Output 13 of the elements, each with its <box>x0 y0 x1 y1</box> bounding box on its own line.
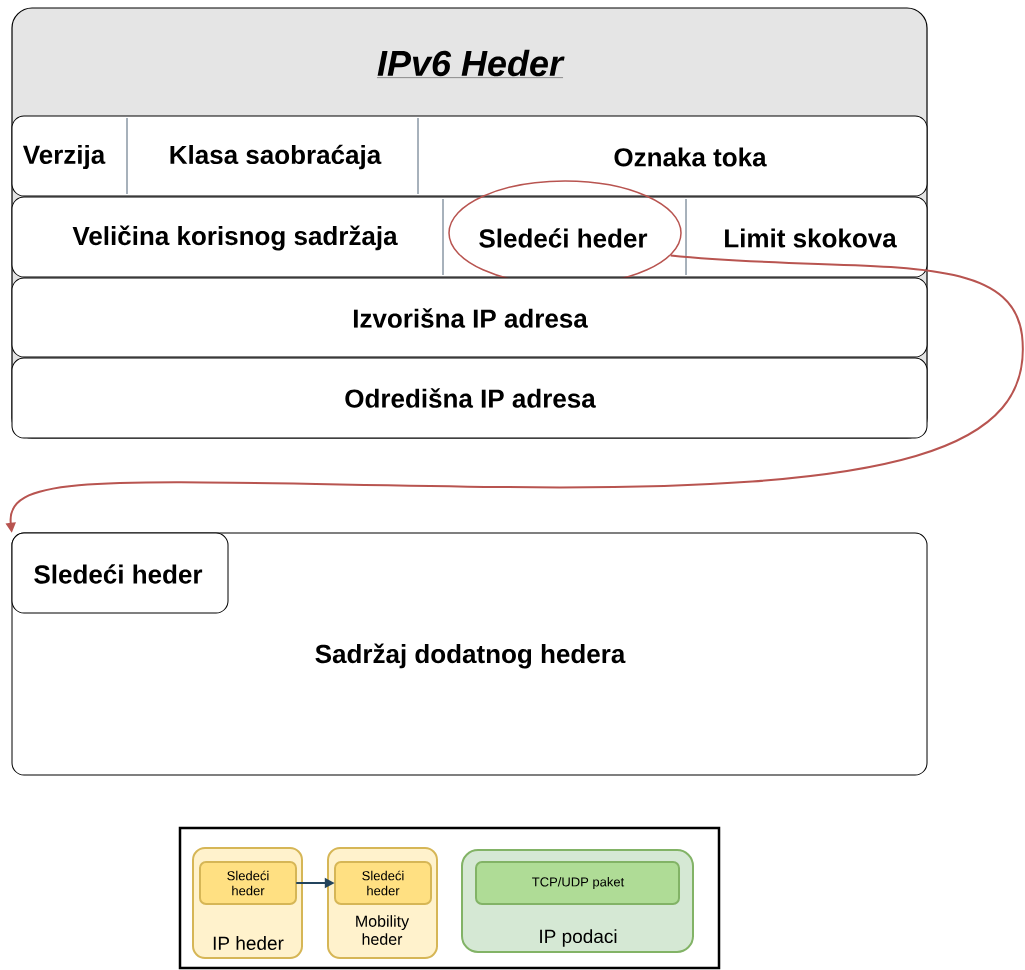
field-row: Izvorišna IP adresa <box>11 277 928 358</box>
field-box: Sledeći heder <box>11 532 229 614</box>
field-row <box>11 115 928 197</box>
field-label: Oznaka toka <box>614 147 767 167</box>
field-box: Sledeći heder <box>199 861 297 905</box>
field-label: Veličina korisnog sadržaja <box>72 225 398 251</box>
field-row: Odredišna IP adresa <box>11 357 928 439</box>
field-label: Verzija <box>23 144 106 170</box>
field-box: TCP/UDP paket <box>475 861 680 905</box>
field-label: Limit skokova <box>725 228 897 248</box>
field-row <box>11 196 928 278</box>
field-box: Sledeći heder <box>334 861 432 905</box>
field-label: Klasa saobraćaja <box>170 144 382 170</box>
